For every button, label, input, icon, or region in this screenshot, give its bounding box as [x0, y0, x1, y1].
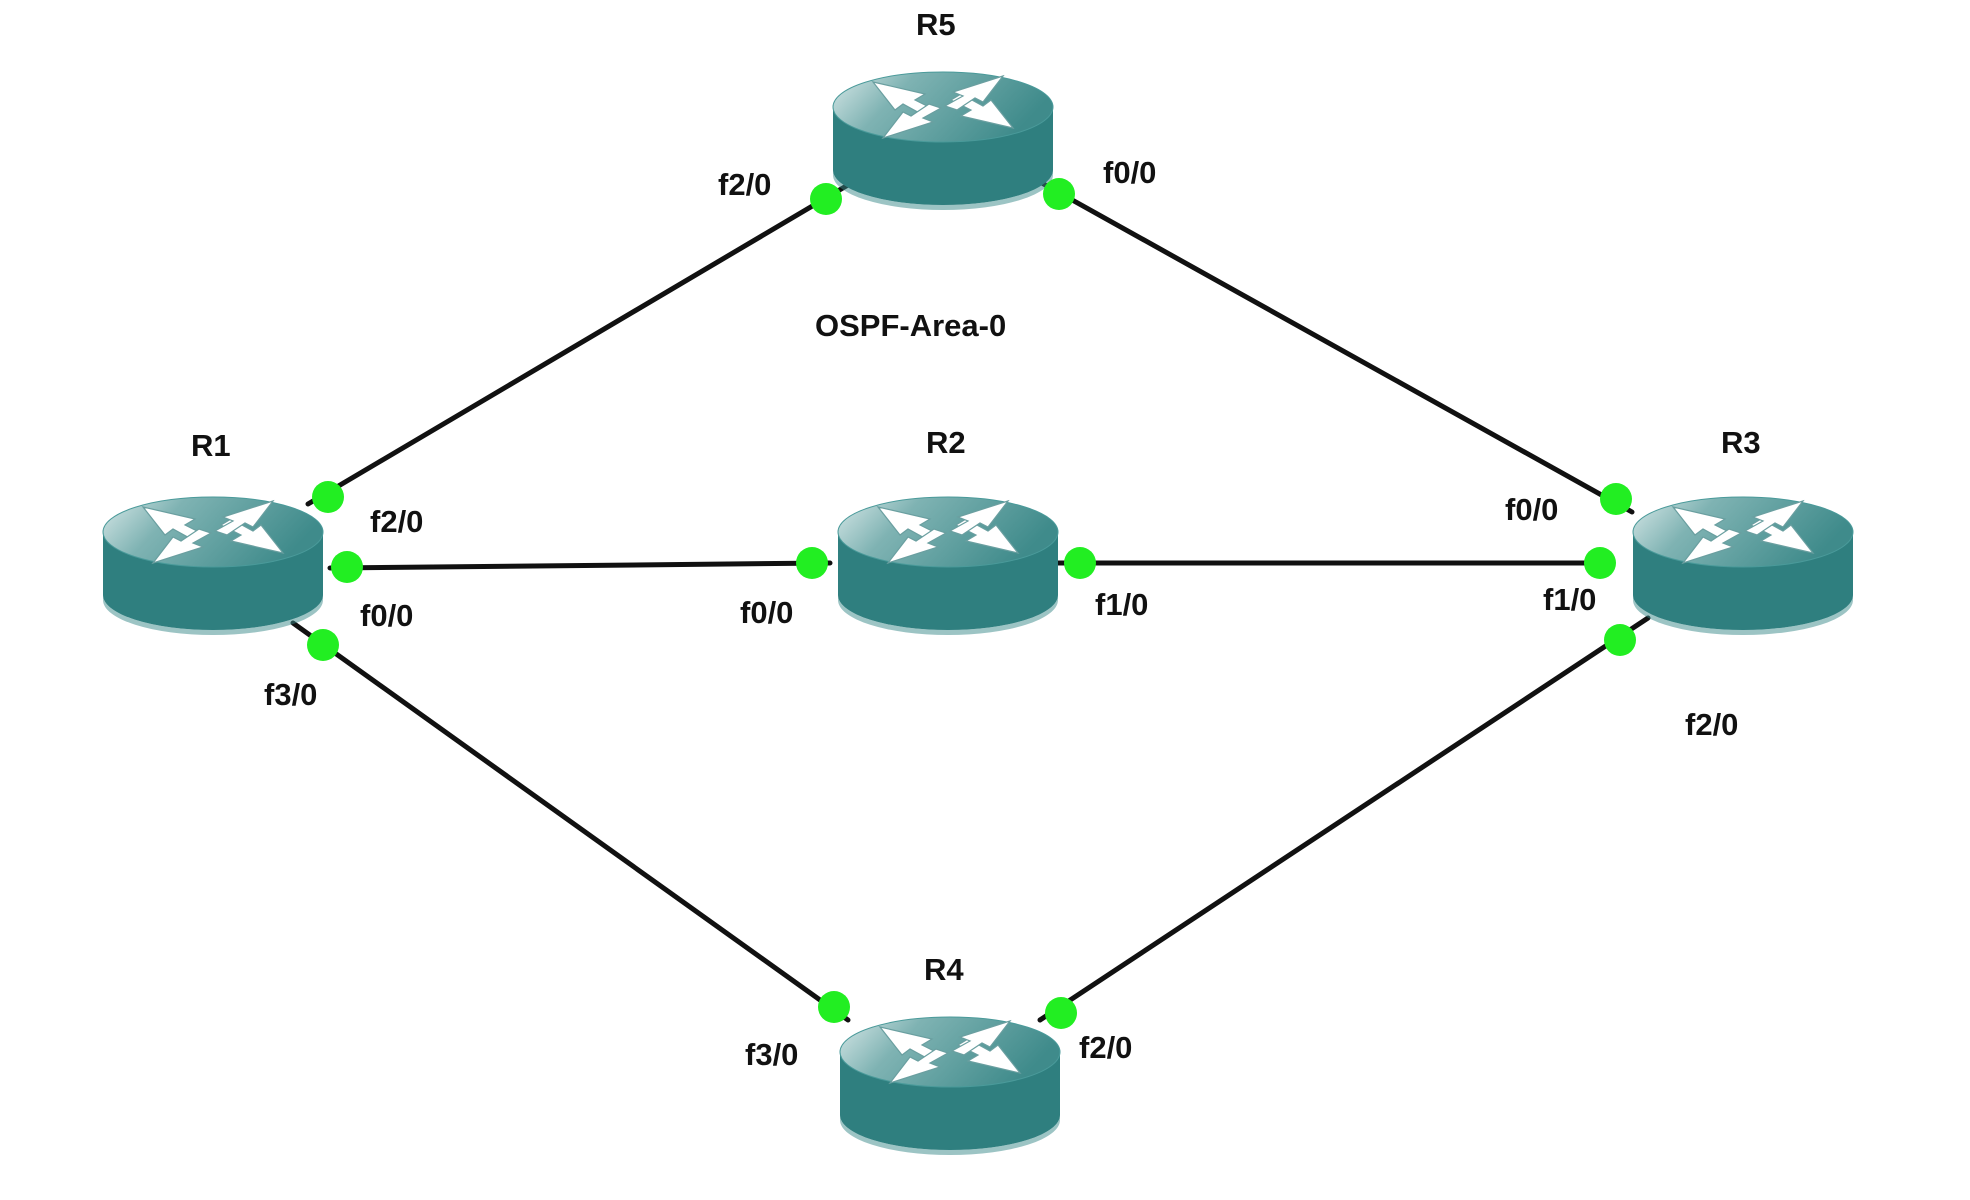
port-label-r1-f3-0: f3/0 — [264, 677, 317, 712]
port-label-r2-f1-0: f1/0 — [1095, 587, 1148, 622]
link-r5-r3[interactable] — [1037, 179, 1635, 515]
port-dot-r3-f1-0[interactable] — [1584, 547, 1616, 579]
link-r1-r4[interactable] — [290, 620, 851, 1023]
port-dots — [307, 178, 1636, 1029]
port-dot-r3-f0-0[interactable] — [1600, 483, 1632, 515]
router-r4-label: R4 — [924, 952, 964, 987]
port-dot-r5-f0-0[interactable] — [1043, 178, 1075, 210]
router-icon — [839, 1016, 1061, 1156]
port-label-r1-f2-0: f2/0 — [370, 504, 423, 539]
router-icon — [837, 496, 1059, 636]
router-r1[interactable] — [102, 496, 324, 636]
port-label-r2-f0-0: f0/0 — [740, 595, 793, 630]
port-label-r3-f0-0: f0/0 — [1505, 492, 1558, 527]
router-r3[interactable] — [1632, 496, 1854, 636]
port-dot-r2-f0-0[interactable] — [796, 547, 828, 579]
port-dot-r5-f2-0[interactable] — [810, 183, 842, 215]
ospf-area-label: OSPF-Area-0 — [815, 308, 1006, 343]
port-label-r3-f2-0: f2/0 — [1685, 707, 1738, 742]
port-label-r3-f1-0: f1/0 — [1543, 582, 1596, 617]
port-dot-r1-f3-0[interactable] — [307, 629, 339, 661]
router-r5[interactable] — [832, 71, 1054, 211]
router-icon — [1632, 496, 1854, 636]
router-icon — [102, 496, 324, 636]
link-r1-r5[interactable] — [305, 179, 856, 507]
link-r4-r3[interactable] — [1037, 615, 1651, 1023]
port-label-r5-f2-0: f2/0 — [718, 167, 771, 202]
links-layer — [290, 179, 1651, 1023]
port-dot-r2-f1-0[interactable] — [1064, 547, 1096, 579]
router-r2-label: R2 — [926, 425, 966, 460]
router-r3-label: R3 — [1721, 425, 1761, 460]
link-r1-r2[interactable] — [327, 560, 833, 571]
port-label-r5-f0-0: f0/0 — [1103, 155, 1156, 190]
port-dot-r3-f2-0[interactable] — [1604, 624, 1636, 656]
router-r1-label: R1 — [191, 428, 231, 463]
port-dot-r1-f2-0[interactable] — [312, 481, 344, 513]
port-label-r4-f3-0: f3/0 — [745, 1037, 798, 1072]
port-dot-r4-f2-0[interactable] — [1045, 997, 1077, 1029]
port-dot-r1-f0-0[interactable] — [331, 551, 363, 583]
router-r5-label: R5 — [916, 7, 956, 42]
port-label-r4-f2-0: f2/0 — [1079, 1030, 1132, 1065]
router-r2[interactable] — [837, 496, 1059, 636]
router-icon — [832, 71, 1054, 211]
router-r4[interactable] — [839, 1016, 1061, 1156]
port-dot-r4-f3-0[interactable] — [818, 991, 850, 1023]
port-label-r1-f0-0: f0/0 — [360, 598, 413, 633]
